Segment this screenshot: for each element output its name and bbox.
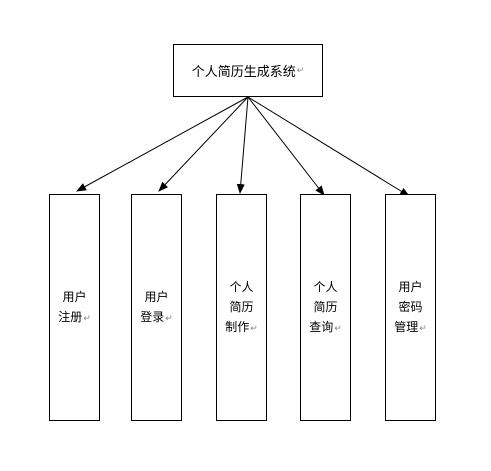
module-label-line: 用户	[144, 289, 169, 304]
module-password-manage: 用户 密码 管理↵	[385, 194, 436, 421]
module-label-line: 用户	[398, 279, 423, 294]
module-label-line: 查询	[309, 319, 334, 334]
module-resume-create: 个人 简历 制作↵	[216, 194, 267, 421]
module-label-line: 用户	[62, 289, 87, 304]
module-label-line: 注册	[58, 309, 83, 324]
root-node-label: 个人简历生成系统	[191, 65, 296, 80]
module-label-line: 登录	[140, 309, 165, 324]
paragraph-mark-icon: ↵	[419, 323, 427, 334]
paragraph-mark-icon: ↵	[250, 323, 258, 334]
module-label-line: 简历	[313, 299, 338, 314]
module-label-line: 简历	[229, 299, 254, 314]
module-user-register: 用户 注册↵	[49, 194, 100, 421]
module-label-line: 密码	[398, 299, 423, 314]
module-label-line: 制作	[225, 319, 250, 334]
module-label-line: 管理	[394, 319, 419, 334]
arrow-to-login	[158, 96, 249, 192]
paragraph-mark-icon: ↵	[165, 313, 173, 324]
module-label-line: 个人	[313, 279, 338, 294]
module-resume-query: 个人 简历 查询↵	[300, 194, 351, 421]
paragraph-mark-icon: ↵	[83, 313, 91, 324]
module-user-login: 用户 登录↵	[131, 194, 182, 421]
root-node-box: 个人简历生成系统↵	[173, 44, 323, 97]
arrow-to-resume-query	[247, 96, 325, 196]
arrow-to-register	[76, 96, 249, 192]
module-label-line: 个人	[229, 279, 254, 294]
arrow-to-resume-create	[236, 96, 249, 194]
paragraph-mark-icon: ↵	[334, 323, 342, 334]
arrow-to-password-manage	[247, 96, 410, 197]
paragraph-mark-icon: ↵	[296, 65, 305, 76]
